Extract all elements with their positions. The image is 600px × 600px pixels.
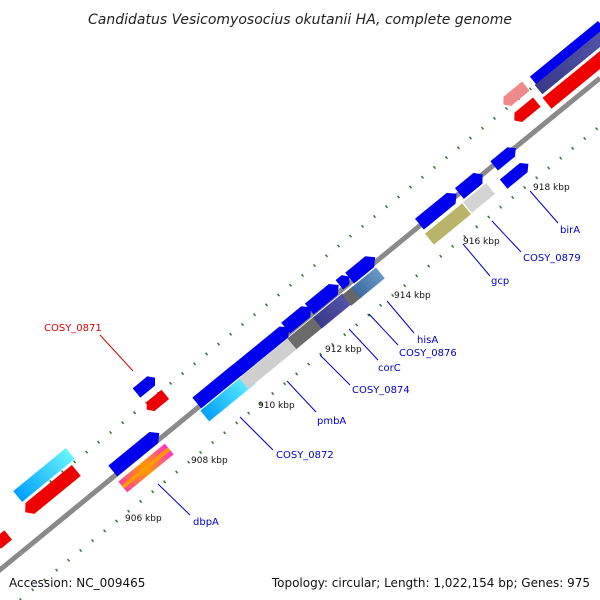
leader-line [386,300,415,334]
leader-line [529,190,559,224]
scale-label: 906 kbp [125,514,162,524]
leader-line [286,380,317,413]
scale-label: 916 kbp [463,237,500,247]
feature-bar-olive [424,203,472,245]
forward-genes [13,20,600,502]
feature-bar-silver [462,183,496,213]
feature-bar-cyan [200,372,256,422]
scale-labels: 906 kbp 908 kbp 910 kbp 912 kbp 914 kbp … [125,183,570,524]
feature-bars [118,183,496,493]
gene-arrow[interactable] [542,47,600,109]
feature-bar-rainbow [118,443,174,493]
gene-arrow[interactable] [499,159,532,189]
gene-arrow[interactable] [108,428,163,477]
gene-label[interactable]: COSY_0876 [399,348,457,359]
gene-arrow[interactable] [490,143,519,171]
gene-arrow[interactable] [192,360,247,409]
leader-line [99,334,134,372]
gene-arrow[interactable] [304,280,343,315]
feature-bar-steel [351,267,385,299]
gene-arrow[interactable] [335,272,354,290]
gene-label-highlighted[interactable]: COSY_0871 [44,323,102,334]
accession-label: Accession: NC_009465 [9,576,145,590]
gene-arrow-pink[interactable] [500,81,530,109]
scale-label: 918 kbp [533,183,570,193]
leader-line [491,220,522,253]
gene-label[interactable]: pmbA [317,416,346,427]
leader-line [157,483,191,516]
map-title: Candidatus Vesicomyosocius okutanii HA, … [88,12,512,28]
gene-arrow[interactable] [345,252,379,284]
feature-bar-navy [312,293,352,329]
scale-label: 914 kbp [394,291,431,301]
gene-arrow[interactable] [281,302,315,334]
genome-summary: Topology: circular; Length: 1,022,154 bp… [271,576,590,590]
gene-label[interactable]: COSY_0872 [276,450,334,461]
gene-arrow[interactable] [529,20,600,90]
feature-bar-lightgray [239,335,301,389]
gene-arrow[interactable] [232,322,293,376]
leader-line [239,416,274,451]
gene-arrow-navy[interactable] [534,31,600,95]
gene-label[interactable]: gcp [491,276,509,287]
scale-label: 908 kbp [191,456,228,466]
scale-label: 912 kbp [325,345,362,355]
leader-line [348,328,379,361]
gene-arrow[interactable] [143,389,170,414]
gene-arrow[interactable] [511,97,541,125]
gene-arrow[interactable] [132,373,159,398]
gene-label[interactable]: corC [378,363,401,374]
tick-rows [19,30,600,600]
leader-line [368,313,399,346]
gene-label[interactable]: hisA [417,335,438,346]
leader-lines [99,190,559,516]
gene-arrow-cyan[interactable] [13,448,75,502]
reverse-genes [0,47,600,551]
gene-label[interactable]: birA [560,225,580,236]
scale-label: 910 kbp [258,401,295,411]
feature-bar-darkgray [287,316,323,350]
inner-tick-row [19,124,600,600]
gene-label[interactable]: dbpA [193,517,219,528]
gene-arrow[interactable] [21,465,81,518]
leader-line [462,243,491,277]
gene-arrow[interactable] [454,169,487,199]
leader-line [319,354,351,386]
gene-labels: COSY_0871 dbpA COSY_0872 pmbA COSY_0874 … [44,225,581,528]
gene-label[interactable]: COSY_0874 [352,385,410,396]
gene-arrow[interactable] [0,530,12,551]
gene-label[interactable]: COSY_0879 [523,253,581,264]
gene-arrow[interactable] [414,188,461,230]
